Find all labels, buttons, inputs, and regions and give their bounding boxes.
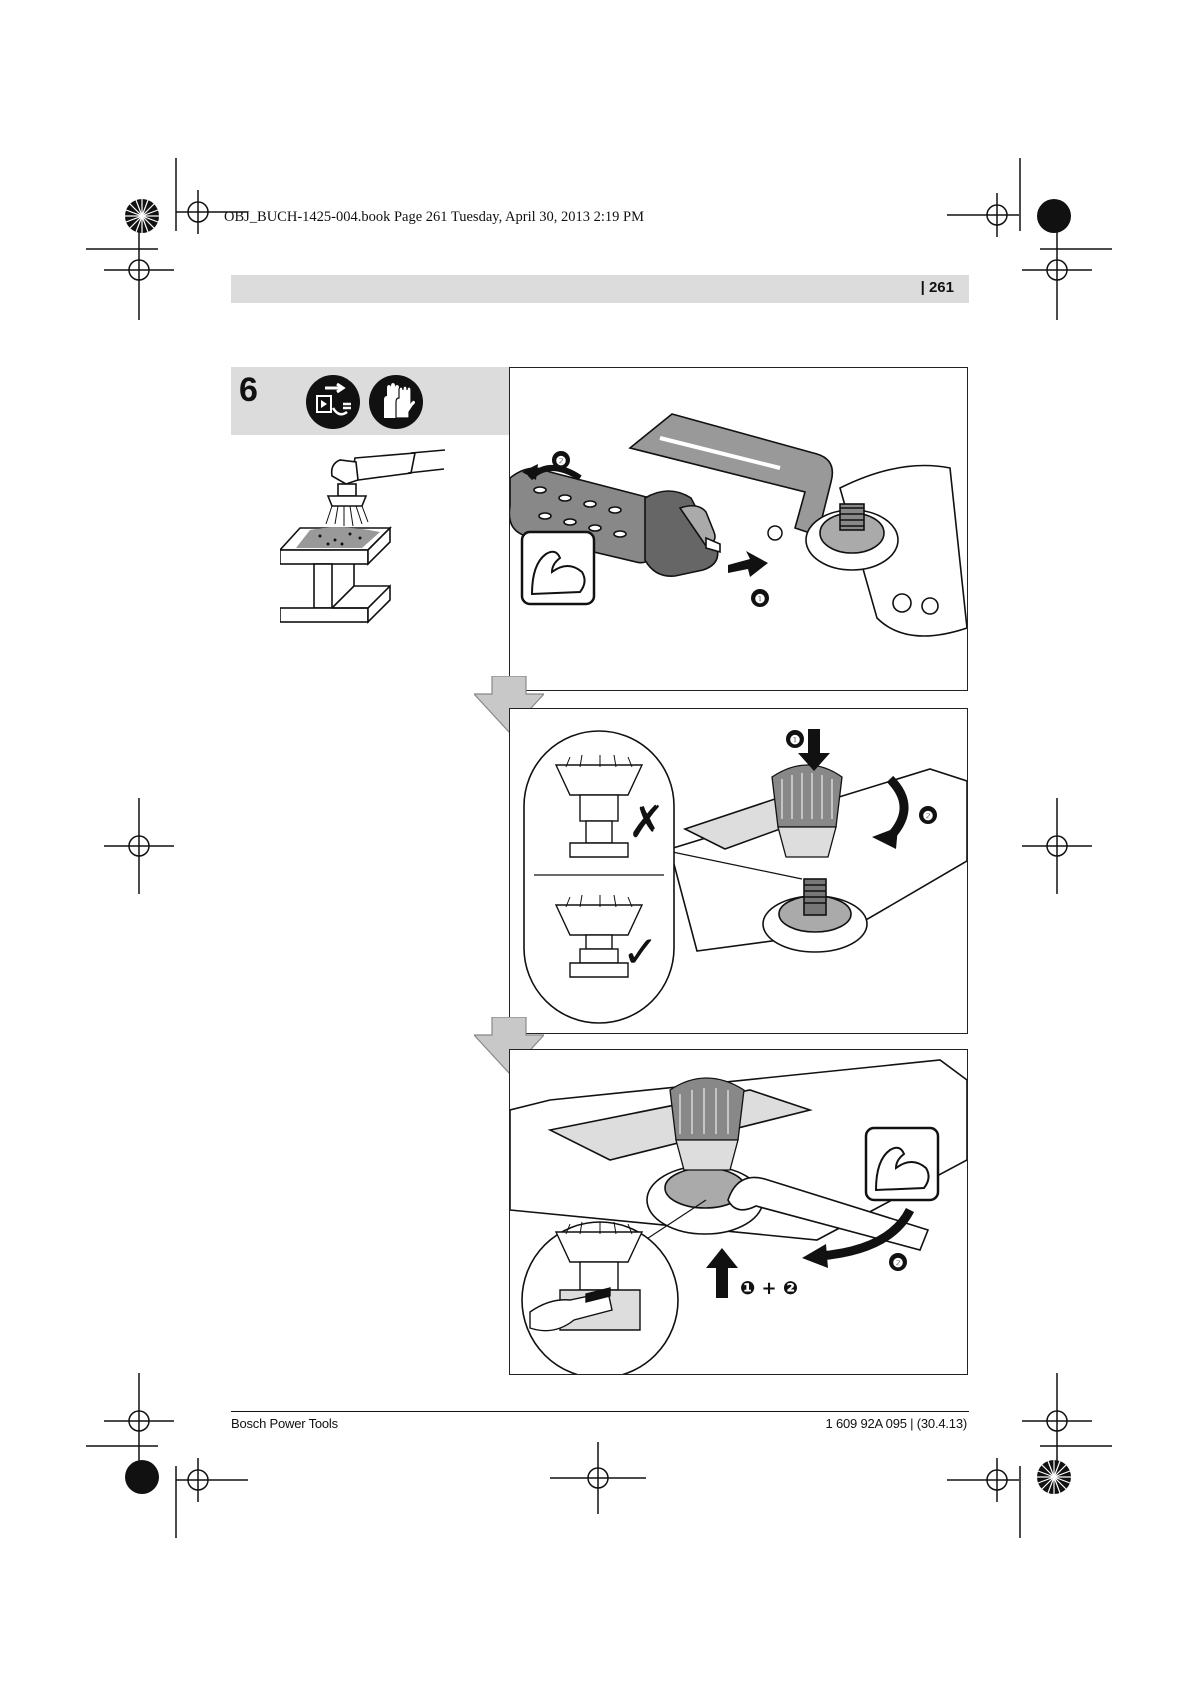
callout-1-plus-2: ❶ + ❷	[740, 1278, 798, 1299]
step-number: 6	[239, 371, 258, 409]
application-illustration	[280, 449, 446, 624]
callout-2: ❷	[893, 1256, 904, 1270]
callout-1: ❶	[755, 592, 766, 606]
incorrect-mark-icon: ✗	[628, 797, 665, 848]
page-number: | 261	[920, 279, 954, 296]
panel-tighten-with-wrench: ❷ ❶ + ❷	[509, 1049, 968, 1375]
footer-rule	[231, 1411, 969, 1412]
footer-doc-id: 1 609 92A 095 | (30.4.13)	[825, 1416, 968, 1431]
footer-brand: Bosch Power Tools	[231, 1416, 338, 1431]
callout-1: ❶	[790, 733, 801, 747]
panel-remove-guard-and-handle: ❷ ❶	[509, 367, 968, 691]
callout-2: ❷	[923, 809, 934, 823]
step-header: 6	[231, 367, 509, 435]
correct-mark-icon: ✓	[622, 927, 659, 978]
page-header-bar: | 261	[231, 275, 969, 303]
callout-2: ❷	[556, 454, 567, 468]
slug-line: OBJ_BUCH-1425-004.book Page 261 Tuesday,…	[224, 209, 644, 225]
wear-gloves-icon	[369, 375, 423, 429]
unplug-before-work-icon	[306, 375, 360, 429]
panel-mount-wire-cup-brush: ❶ ❷ ✗ ✓	[509, 708, 968, 1034]
